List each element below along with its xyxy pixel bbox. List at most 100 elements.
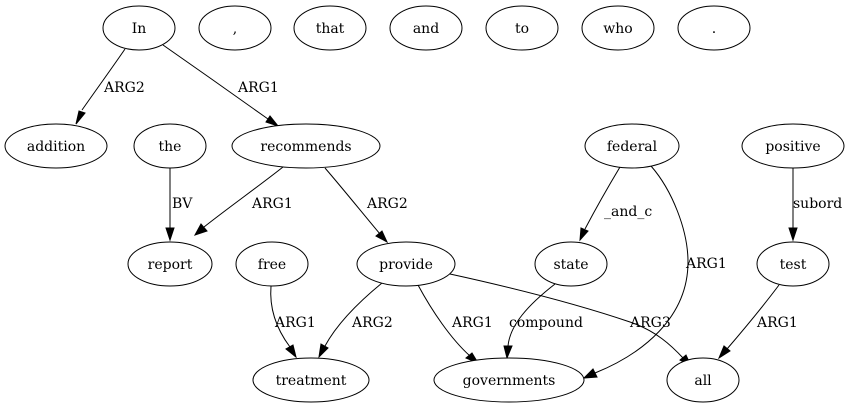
- edge-provide-treatment: ARG2: [318, 282, 393, 359]
- node-label: governments: [463, 373, 556, 389]
- arrowhead-icon: [265, 115, 280, 128]
- edge-label: compound: [509, 315, 583, 331]
- node-comma: ,: [198, 5, 272, 51]
- node-label: federal: [607, 139, 658, 155]
- edge-federal-governments: ARG1: [582, 165, 727, 379]
- edge-line: [594, 165, 689, 374]
- node-ellipse: [231, 123, 381, 169]
- node-ellipse: [756, 241, 830, 287]
- node-report: report: [127, 241, 213, 287]
- node-ellipse: [677, 5, 751, 51]
- node-ellipse: [534, 241, 608, 287]
- edge-state-governments: compound: [503, 283, 583, 360]
- node-ellipse: [356, 241, 456, 287]
- edge-label: BV: [172, 196, 193, 212]
- edge-label: ARG1: [251, 196, 293, 212]
- node-ellipse: [198, 5, 272, 51]
- edge-recommends-provide: ARG2: [324, 167, 408, 244]
- nodes: In, that and to who. addition the recommends fed…: [4, 5, 845, 403]
- node-period: .: [677, 5, 751, 51]
- node-test: test: [756, 241, 830, 287]
- edge-label: ARG2: [103, 80, 145, 96]
- edge-label: ARG1: [451, 315, 493, 331]
- node-ellipse: [581, 5, 655, 51]
- node-label: recommends: [260, 139, 351, 155]
- node-all: all: [666, 357, 740, 403]
- edge-label: ARG2: [366, 196, 408, 212]
- node-label: addition: [27, 139, 85, 155]
- edge-label: _and_c: [604, 204, 652, 220]
- edge-line: [203, 166, 284, 228]
- node-ellipse: [584, 123, 680, 169]
- edge-label: ARG1: [685, 256, 727, 272]
- node-the: the: [133, 123, 207, 169]
- edge-line: [449, 273, 685, 360]
- node-label: .: [712, 21, 716, 37]
- node-addition: addition: [4, 123, 108, 169]
- arrowhead-icon: [717, 345, 731, 360]
- edge-the-report: BV: [165, 168, 193, 242]
- edge-label: ARG3: [629, 315, 671, 331]
- edge-free-treatment: ARG1: [270, 285, 316, 359]
- node-ellipse: [433, 357, 585, 403]
- node-ellipse: [127, 241, 213, 287]
- edge-label: ARG2: [351, 315, 393, 331]
- node-ellipse: [133, 123, 207, 169]
- node-ellipse: [389, 5, 463, 51]
- node-label: and: [413, 21, 439, 37]
- node-ellipse: [666, 357, 740, 403]
- edge-label: ARG1: [274, 315, 316, 331]
- node-label: to: [515, 21, 529, 37]
- node-label: In: [132, 21, 147, 37]
- node-label: treatment: [276, 373, 347, 389]
- node-label: free: [258, 257, 286, 273]
- node-who: who: [581, 5, 655, 51]
- node-label: positive: [765, 139, 820, 155]
- arrowhead-icon: [285, 344, 297, 359]
- edge-test-all: ARG1: [717, 284, 798, 360]
- edge-line: [417, 284, 471, 357]
- arrowhead-icon: [375, 230, 389, 244]
- edge-line: [324, 167, 381, 235]
- node-ellipse: [4, 123, 108, 169]
- arrowhead-icon: [788, 227, 798, 242]
- node-to: to: [485, 5, 559, 51]
- edge-provide-governments: ARG1: [417, 284, 493, 365]
- arrowhead-icon: [193, 223, 208, 236]
- arrowhead-icon: [318, 343, 329, 359]
- edge-line: [270, 285, 291, 348]
- node-label: the: [159, 139, 182, 155]
- node-federal: federal: [584, 123, 680, 169]
- node-in: In: [102, 5, 176, 51]
- node-positive: positive: [741, 123, 845, 169]
- edge-in-addition: ARG2: [75, 48, 145, 125]
- node-label: report: [148, 257, 193, 273]
- node-ellipse: [485, 5, 559, 51]
- edge-label: ARG1: [756, 315, 798, 331]
- node-label: who: [603, 21, 632, 37]
- edge-positive-test: subord: [788, 168, 842, 242]
- arrowhead-icon: [75, 110, 86, 125]
- edge-recommends-report: ARG1: [193, 166, 293, 236]
- node-label: provide: [379, 257, 433, 273]
- edge-label: ARG1: [237, 80, 279, 96]
- node-that: that: [293, 5, 367, 51]
- edge-in-recommends: ARG1: [162, 44, 280, 128]
- arrowhead-icon: [503, 345, 513, 360]
- node-ellipse: [741, 123, 845, 169]
- node-ellipse: [252, 357, 370, 403]
- node-state: state: [534, 241, 608, 287]
- node-governments: governments: [433, 357, 585, 403]
- edge-label: subord: [793, 196, 842, 212]
- node-label: test: [780, 257, 807, 273]
- arrowhead-icon: [165, 227, 175, 242]
- edge-line: [324, 282, 383, 347]
- node-label: that: [316, 21, 345, 37]
- node-ellipse: [102, 5, 176, 51]
- node-treatment: treatment: [252, 357, 370, 403]
- edge-line: [162, 44, 269, 120]
- edge-line: [81, 48, 126, 111]
- edge-line: [584, 166, 621, 230]
